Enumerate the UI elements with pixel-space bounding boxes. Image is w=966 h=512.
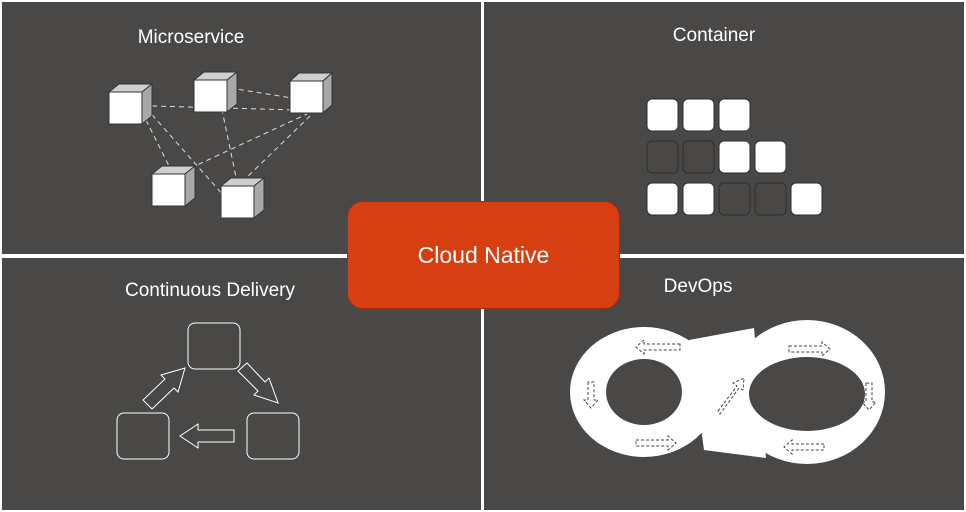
cloud-native-label: Cloud Native xyxy=(417,241,550,268)
devops-title: DevOps xyxy=(663,276,733,297)
network-cubes-icon xyxy=(107,70,334,220)
container-grid-icon xyxy=(646,98,823,216)
quadrant-microservice: Microservice xyxy=(2,2,481,254)
infinity-loop-icon xyxy=(570,320,885,464)
container-title: Container xyxy=(672,25,756,46)
microservice-title: Microservice xyxy=(137,27,245,48)
cycle-arrows-icon xyxy=(116,322,300,460)
cloud-native-box: Cloud Native xyxy=(347,201,620,309)
continuous-delivery-title: Continuous Delivery xyxy=(124,280,296,301)
